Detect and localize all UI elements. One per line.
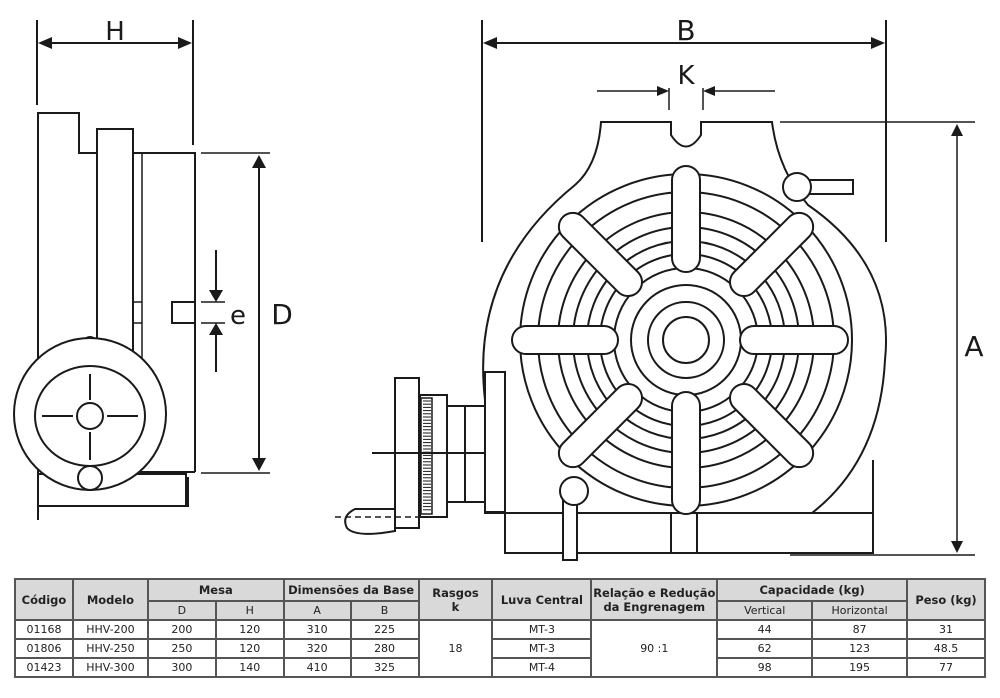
header-modelo: Modelo: [71, 578, 149, 621]
cell-peso: 77: [906, 657, 986, 678]
cell-luva: MT-3: [491, 619, 593, 640]
lock-knob: [782, 172, 812, 202]
label-a: A: [964, 330, 983, 363]
header-base-b: B: [349, 600, 420, 621]
technical-drawing: H e D: [13, 14, 984, 561]
cell-a: 410: [282, 657, 352, 678]
specifications-table: Código Modelo Mesa Dimensões da Base Ras…: [14, 578, 986, 678]
header-base-a: A: [282, 600, 352, 621]
dial-graduations: [423, 400, 431, 511]
cell-vertical: 44: [716, 619, 814, 640]
center-bore: [662, 316, 710, 364]
arrow-down-icon: [209, 290, 223, 302]
header-codigo: Código: [14, 578, 74, 621]
cell-h: 120: [214, 638, 285, 659]
handwheel-hub: [76, 402, 104, 430]
cell-d: 200: [146, 619, 217, 640]
t-slot: [671, 391, 701, 515]
cell-modelo: HHV-250: [71, 638, 149, 659]
slot-e: [171, 301, 196, 324]
header-capacidade: Capacidade (kg): [716, 578, 909, 602]
cell-h: 120: [214, 619, 285, 640]
cell-codigo: 01423: [14, 657, 74, 678]
cell-a: 310: [282, 619, 352, 640]
cell-relacao: 90 :1: [590, 619, 719, 678]
dial-ring: [419, 394, 448, 518]
header-rasgos-line1: Rasgos: [432, 585, 479, 600]
cell-horizontal: 87: [811, 619, 909, 640]
housing-outline: [482, 121, 887, 554]
cell-peso: 48.5: [906, 638, 986, 659]
header-mesa: Mesa: [146, 578, 285, 602]
label-e: e: [230, 301, 246, 331]
cell-codigo: 01806: [14, 638, 74, 659]
arrow-down-icon: [951, 541, 963, 553]
header-cap-vertical: Vertical: [716, 600, 814, 621]
cell-d: 300: [146, 657, 217, 678]
label-k: K: [677, 61, 695, 91]
cell-horizontal: 195: [811, 657, 909, 678]
header-mesa-d: D: [146, 600, 217, 621]
arrow-down-icon: [252, 458, 266, 471]
t-slot: [557, 211, 644, 298]
arrow-left-icon: [38, 37, 52, 49]
arrow-up-icon: [252, 155, 266, 168]
header-cap-horizontal: Horizontal: [811, 600, 909, 621]
t-slot: [739, 325, 849, 355]
arrow-left-icon: [703, 86, 715, 96]
table-row: 01168 HHV-200 200 120 310 225 18 MT-3 90…: [14, 619, 986, 678]
cell-b: 225: [349, 619, 420, 640]
cell-rasgos: 18: [417, 619, 494, 678]
header-luva: Luva Central: [491, 578, 593, 621]
arrow-right-icon: [657, 86, 669, 96]
handwheel-lock: [77, 465, 103, 491]
t-slot: [557, 382, 644, 469]
arrow-right-icon: [178, 37, 192, 49]
cell-b: 280: [349, 638, 420, 659]
crank-handle: [344, 508, 396, 535]
arrow-right-icon: [871, 37, 885, 49]
arrow-up-icon: [951, 124, 963, 136]
t-slot: [671, 165, 701, 273]
label-b: B: [676, 14, 695, 47]
header-relacao-line1: Relação e Redução: [593, 585, 716, 600]
cell-b: 325: [349, 657, 420, 678]
cell-luva: MT-4: [491, 657, 593, 678]
label-h: H: [105, 17, 125, 47]
cell-modelo: HHV-200: [71, 619, 149, 640]
cell-codigo: 01168: [14, 619, 74, 640]
t-slot: [728, 382, 815, 469]
cell-vertical: 62: [716, 638, 814, 659]
header-mesa-h: H: [214, 600, 285, 621]
front-view: B K A: [335, 14, 984, 561]
cell-h: 140: [214, 657, 285, 678]
cell-modelo: HHV-300: [71, 657, 149, 678]
header-base: Dimensões da Base: [282, 578, 420, 602]
side-view: H e D: [13, 17, 293, 520]
t-slot: [728, 211, 815, 298]
cell-luva: MT-3: [491, 638, 593, 659]
cell-a: 320: [282, 638, 352, 659]
label-d: D: [271, 298, 293, 331]
worm-housing-flange: [484, 371, 506, 513]
lock-knob: [559, 476, 589, 506]
arrow-up-icon: [209, 323, 223, 335]
header-rasgos-line2: k: [451, 599, 460, 614]
lock-lever: [804, 179, 854, 195]
table-row: 01423 HHV-300 300 140 410 325 MT-4 98 19…: [14, 657, 986, 678]
header-peso: Peso (kg): [906, 578, 986, 621]
cell-vertical: 98: [716, 657, 814, 678]
arrow-left-icon: [483, 37, 497, 49]
cell-horizontal: 123: [811, 638, 909, 659]
t-slots: [511, 165, 849, 515]
table-row: 01806 HHV-250 250 120 320 280 MT-3 62 12…: [14, 638, 986, 659]
header-relacao-line2: da Engrenagem: [603, 599, 706, 614]
cell-d: 250: [146, 638, 217, 659]
cell-peso: 31: [906, 619, 986, 640]
t-slot: [511, 325, 619, 355]
